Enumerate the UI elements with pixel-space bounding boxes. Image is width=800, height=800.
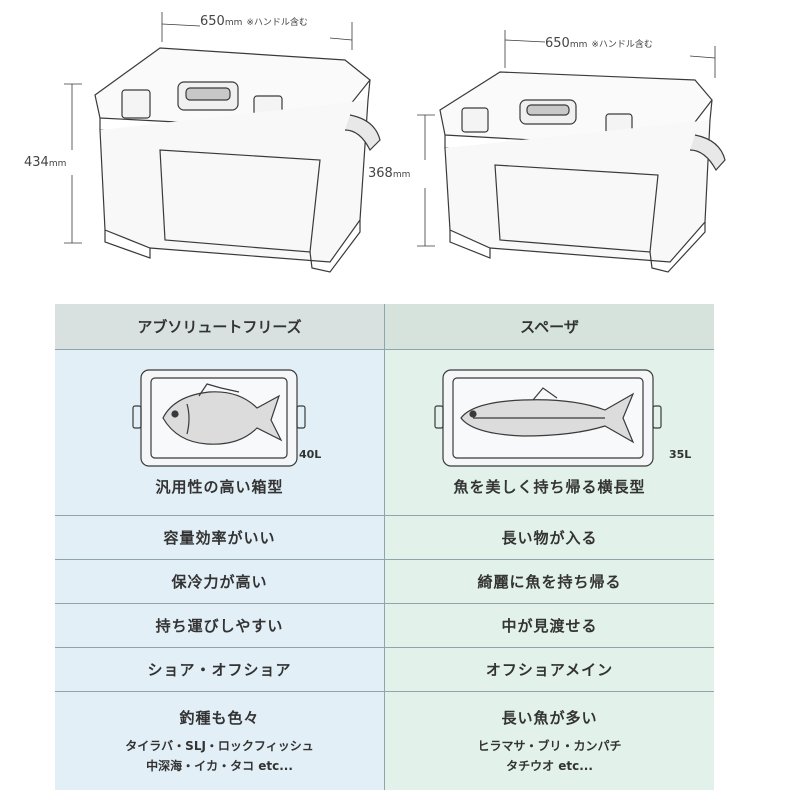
left-fishing-types-cell: 釣種も色々 タイラバ・SLJ・ロックフィッシュ 中深海・イカ・タコ etc...: [55, 692, 385, 790]
right-cooler-illustration: [417, 30, 726, 273]
amberjack-in-cooler-icon: [434, 369, 662, 467]
header-spaza: スペーザ: [385, 304, 714, 349]
right-fishing-types-cell: 長い魚が多い ヒラマサ・ブリ・カンパチ タチウオ etc...: [385, 692, 714, 790]
right-height-label: 368mm: [368, 166, 410, 181]
comparison-table: アブソリュートフリーズ スペーザ 40L 汎用性の高い箱型: [55, 304, 714, 790]
left-fishing-sub-1: タイラバ・SLJ・ロックフィッシュ: [125, 738, 314, 753]
left-width-note: ※ハンドル含む: [246, 18, 308, 28]
right-fishing-sub-1: ヒラマサ・ブリ・カンパチ: [477, 738, 622, 753]
table-row-illustration: 40L 汎用性の高い箱型 35L 魚を美しく持ち帰る横長型: [55, 350, 714, 516]
left-height-value: 434: [24, 155, 49, 170]
table-row: 容量効率がいい 長い物が入る: [55, 516, 714, 560]
left-width-unit: mm: [224, 18, 243, 28]
header-absolute-freeze: アブソリュートフリーズ: [55, 304, 385, 349]
right-capacity: 35L: [669, 448, 692, 461]
right-width-unit: mm: [569, 40, 588, 50]
left-width-label: 650mm※ハンドル含む: [200, 14, 308, 29]
right-height-unit: mm: [392, 170, 411, 180]
right-cell: 綺麗に魚を持ち帰る: [385, 560, 714, 603]
right-width-label: 650mm※ハンドル含む: [545, 36, 653, 51]
table-row-fishing-types: 釣種も色々 タイラバ・SLJ・ロックフィッシュ 中深海・イカ・タコ etc...…: [55, 692, 714, 790]
left-width-value: 650: [200, 14, 225, 29]
right-width-value: 650: [545, 36, 570, 51]
right-fishing-sub-2: タチウオ etc...: [506, 758, 593, 773]
table-row: 持ち運びしやすい 中が見渡せる: [55, 604, 714, 648]
table-row: ショア・オフショア オフショアメイン: [55, 648, 714, 692]
left-cooler-illustration: [64, 12, 381, 273]
left-cell: 容量効率がいい: [55, 516, 385, 559]
left-cell: 保冷力が高い: [55, 560, 385, 603]
left-cell: ショア・オフショア: [55, 648, 385, 691]
left-illustration-cell: 40L 汎用性の高い箱型: [55, 350, 385, 515]
right-illustration-cell: 35L 魚を美しく持ち帰る横長型: [385, 350, 714, 515]
right-cell: 中が見渡せる: [385, 604, 714, 647]
right-cell: 長い物が入る: [385, 516, 714, 559]
left-cell: 持ち運びしやすい: [55, 604, 385, 647]
table-row: 保冷力が高い 綺麗に魚を持ち帰る: [55, 560, 714, 604]
right-feature: 魚を美しく持ち帰る横長型: [453, 478, 646, 496]
left-fishing-main: 釣種も色々: [179, 708, 260, 727]
right-width-note: ※ハンドル含む: [591, 40, 653, 50]
right-cell: オフショアメイン: [385, 648, 714, 691]
sea-bream-in-cooler-icon: [132, 369, 306, 467]
right-fishing-main: 長い魚が多い: [501, 708, 598, 727]
left-height-unit: mm: [48, 159, 67, 169]
left-capacity: 40L: [299, 448, 322, 461]
table-header-row: アブソリュートフリーズ スペーザ: [55, 304, 714, 350]
left-fishing-sub-2: 中深海・イカ・タコ etc...: [146, 758, 293, 773]
left-feature: 汎用性の高い箱型: [155, 478, 284, 496]
right-height-value: 368: [368, 166, 393, 181]
left-height-label: 434mm: [24, 155, 66, 170]
